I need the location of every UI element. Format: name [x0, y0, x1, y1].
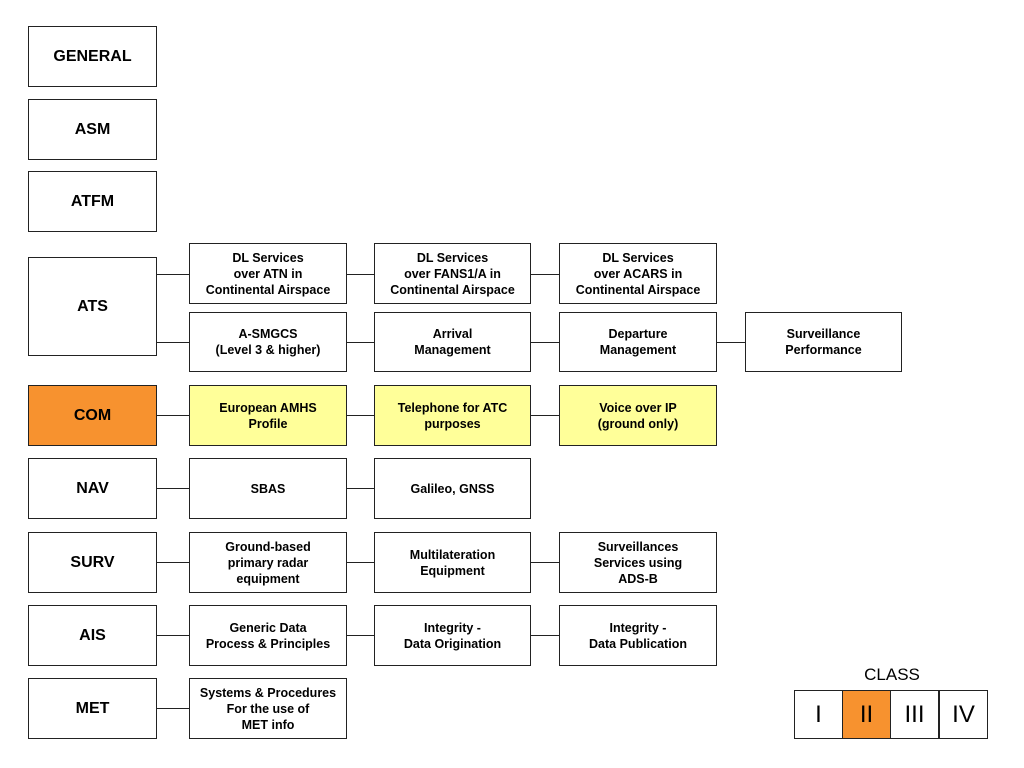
class-legend-item-ii: II	[842, 690, 891, 739]
service-ats-dl-acars: DL Services over ACARS in Continental Ai…	[559, 243, 717, 304]
service-ais-generic: Generic Data Process & Principles	[189, 605, 347, 666]
service-nav-galileo: Galileo, GNSS	[374, 458, 531, 519]
connector-line	[531, 415, 559, 416]
connector-line	[157, 342, 189, 343]
connector-line	[157, 635, 189, 636]
category-com: COM	[28, 385, 157, 446]
service-ais-origination: Integrity - Data Origination	[374, 605, 531, 666]
service-surv-mlat: Multilateration Equipment	[374, 532, 531, 593]
connector-line	[347, 562, 374, 563]
connector-line	[157, 562, 189, 563]
service-com-voip: Voice over IP (ground only)	[559, 385, 717, 446]
service-ats-departure: Departure Management	[559, 312, 717, 372]
service-ats-asmgcs: A-SMGCS (Level 3 & higher)	[189, 312, 347, 372]
connector-line	[531, 274, 559, 275]
connector-line	[531, 562, 559, 563]
connector-line	[157, 415, 189, 416]
connector-line	[347, 274, 374, 275]
connector-line	[347, 342, 374, 343]
connector-line	[347, 415, 374, 416]
service-surv-radar: Ground-based primary radar equipment	[189, 532, 347, 593]
connector-line	[531, 342, 559, 343]
category-ais: AIS	[28, 605, 157, 666]
service-met-systems: Systems & Procedures For the use of MET …	[189, 678, 347, 739]
service-com-amhs: European AMHS Profile	[189, 385, 347, 446]
class-legend-item-i: I	[794, 690, 843, 739]
connector-line	[531, 635, 559, 636]
category-nav: NAV	[28, 458, 157, 519]
class-legend-item-iv: IV	[939, 690, 988, 739]
category-asm: ASM	[28, 99, 157, 160]
service-ats-dl-fans: DL Services over FANS1/A in Continental …	[374, 243, 531, 304]
service-surv-adsb: Surveillances Services using ADS-B	[559, 532, 717, 593]
connector-line	[717, 342, 745, 343]
connector-line	[157, 488, 189, 489]
category-general: GENERAL	[28, 26, 157, 87]
service-nav-sbas: SBAS	[189, 458, 347, 519]
service-ais-publication: Integrity - Data Publication	[559, 605, 717, 666]
service-com-telephone: Telephone for ATC purposes	[374, 385, 531, 446]
category-ats: ATS	[28, 257, 157, 356]
category-atfm: ATFM	[28, 171, 157, 232]
service-ats-arrival: Arrival Management	[374, 312, 531, 372]
category-met: MET	[28, 678, 157, 739]
connector-line	[157, 708, 189, 709]
service-ats-dl-atn: DL Services over ATN in Continental Airs…	[189, 243, 347, 304]
class-legend-title: CLASS	[864, 665, 920, 684]
connector-line	[347, 488, 374, 489]
class-legend-item-iii: III	[890, 690, 939, 739]
service-ats-surveillance: Surveillance Performance	[745, 312, 902, 372]
connector-line	[157, 274, 189, 275]
connector-line	[347, 635, 374, 636]
category-surv: SURV	[28, 532, 157, 593]
